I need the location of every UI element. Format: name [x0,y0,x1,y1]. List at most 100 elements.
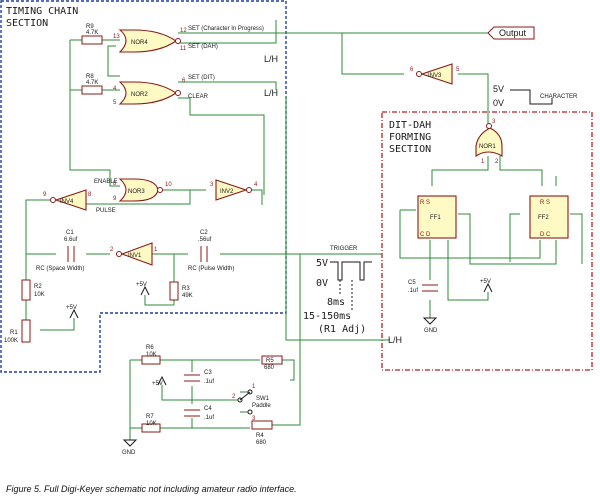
ff2-label: FF2 [538,215,549,221]
net-pulse: PULSE [96,208,116,214]
timing-section-title-2: SECTION [6,18,48,29]
inv3-label: INV3 [428,73,442,79]
trigger-waveform: 5V 0V 8ms 15-150ms (R1 Adj) [303,258,372,335]
sw1-ref: SW1 [256,396,270,402]
nor2-pin-4: 4 [113,86,117,92]
r5-resistor [261,355,283,365]
output-label: Output [499,28,527,38]
trig-15-150ms: 15-150ms [303,311,351,322]
gnd-symbol [122,317,438,447]
net-lh-3: L/H [388,335,402,345]
ditdah-section-title-2: FORMING [389,132,431,143]
svg-text:R S: R S [420,200,430,206]
nor4-gate: NOR4 13 12 11 [113,28,187,53]
r4-value: 680 [256,440,267,446]
inv1-gate: INV1 2 1 [110,242,158,266]
r7-resistor [141,423,161,433]
trig-r1-adj: (R1 Adj) [318,324,366,335]
gnd-label-1: GND [424,328,438,334]
r2-value: 10K [34,292,45,298]
wires [25,20,583,440]
sw1-pin-2: 2 [232,394,236,400]
nor4-pin-13: 13 [113,34,120,40]
character-label: CHARACTER [540,94,578,100]
inv2-pin-3: 3 [210,182,214,188]
svg-text:D C: D C [540,232,551,238]
nor1-gate: NOR1 1 2 3 [475,119,503,165]
char-0v: 0V [493,98,504,108]
c5-value: .1uf [408,288,418,294]
c5-ref: C5 [408,280,416,286]
nor4-pin-11: 11 [180,46,187,52]
r2-ref: R2 [34,284,42,290]
c4-value: .1uf [204,415,214,421]
r6-resistor [141,355,161,365]
inv1-pin-1: 1 [154,247,158,253]
nor2-label: NOR2 [131,92,148,98]
nor4-pin-12: 12 [180,28,187,34]
r1-value: 100K [4,338,18,344]
r6-ref: R6 [146,345,154,351]
r8-resistor [81,85,103,95]
nor3-label: NOR3 [128,189,145,195]
c4-ref: C4 [204,406,212,412]
c1-value: 6.6uf [64,237,78,243]
supply-5v-2: +5V [136,282,147,288]
c2-value: .56uf [198,237,212,243]
net-rc-space: RC (Space Width) [36,266,84,272]
inv1-label: INV1 [128,253,142,259]
nor1-pin-1: 1 [481,159,485,165]
r3-resistor [169,281,179,301]
net-lh-2: L/H [264,88,278,98]
nor3-gate: NOR3 8 9 10 [113,178,172,202]
nor1-label: NOR1 [479,144,496,150]
c1-ref: C1 [66,230,74,236]
nor3-pin-10: 10 [165,182,172,188]
r4-ref: R4 [256,433,264,439]
r3-value: 49K [182,293,193,299]
timing-section-title-1: TIMING CHAIN [6,6,78,17]
net-trigger: TRIGGER [330,246,358,252]
r2-resistor [21,279,31,301]
sw1-value: Paddle [252,403,271,409]
c2-ref: C2 [200,230,208,236]
gnd-label-2: GND [122,450,136,456]
ditdah-section-title-1: DIT-DAH [389,120,431,131]
ff1-label: FF1 [430,215,441,221]
inv4-label: INV4 [60,199,74,205]
trig-8ms: 8ms [327,297,345,308]
r1-potentiometer [21,319,31,343]
nor3-pin-9: 9 [113,196,117,202]
nor4-label: NOR4 [131,40,148,46]
inv4-pin-9: 9 [43,192,47,198]
c1-capacitor [67,246,75,262]
svg-text:C D: C D [420,232,431,238]
ff2: FF2 R S D C [529,195,569,239]
r8-value: 4.7K [86,80,98,86]
nor2-pin-5: 5 [113,100,117,106]
inv1-pin-2: 2 [110,247,114,253]
net-set-dah: SET (DAH) [188,44,218,50]
inv3-pin-6: 6 [410,67,414,73]
nor2-pin-6: 6 [182,78,186,84]
supply-5v-1: +5V [66,305,77,311]
r7-value: 10K [146,421,157,427]
inv4-gate: INV4 8 9 [43,189,92,211]
nor1-pin-3: 3 [492,119,496,125]
inv2-pin-4: 4 [254,182,258,188]
output-tag: Output [487,26,535,40]
timing-chain-border [0,0,287,373]
c5-capacitor [422,284,438,292]
sw1-pin-3: 3 [252,416,256,422]
c3-ref: C3 [204,370,212,376]
char-5v: 5V [493,84,504,94]
svg-text:R S: R S [540,200,550,206]
nor2-gate: NOR2 4 5 6 [113,78,186,106]
r5-value: 680 [264,365,275,371]
plus5v-symbol [69,282,493,386]
r9-ref: R9 [86,24,94,30]
supply-5v-3: +5V [152,381,163,387]
net-enable: ENABLE [94,179,118,185]
net-set-char: SET (Character In Progress) [188,26,264,32]
